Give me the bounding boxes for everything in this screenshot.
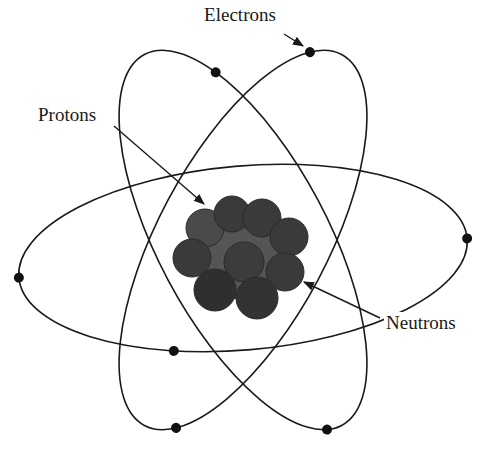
part-label: Protons [36, 104, 98, 126]
electron-dot [209, 66, 223, 80]
orbit [11, 147, 475, 370]
leader-line [304, 282, 380, 318]
nucleus [173, 196, 308, 319]
proton [236, 277, 278, 319]
proton [270, 218, 308, 256]
electron-dot [168, 345, 179, 356]
electrons [13, 45, 480, 436]
proton [194, 269, 236, 311]
electron-dot [13, 272, 24, 283]
part-label: Electrons [202, 4, 278, 26]
electron-dot [169, 421, 183, 435]
leader-lines [114, 34, 380, 318]
electron-dot [320, 423, 334, 437]
electron-dot [462, 233, 473, 244]
leader-line [284, 34, 303, 46]
orbits [11, 15, 475, 457]
electron-dot [303, 45, 317, 59]
part-label: Neutrons [384, 312, 458, 334]
orbit [69, 15, 416, 457]
orbit [69, 15, 416, 457]
leader-line [114, 126, 204, 204]
